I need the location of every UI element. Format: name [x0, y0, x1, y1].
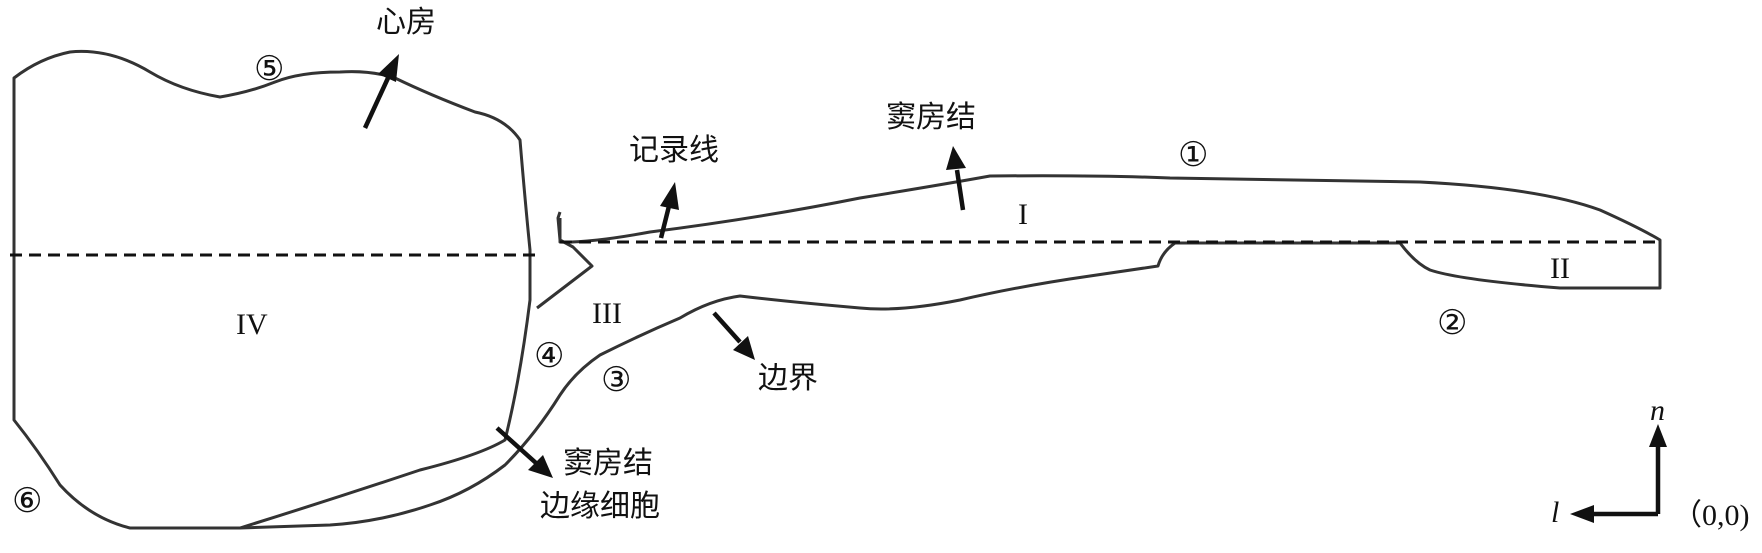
boundary-arrow — [712, 311, 755, 360]
junction-notch — [536, 211, 594, 310]
edge-cells-label-line1: 窦房结 — [563, 446, 653, 481]
origin-label: （0,0) — [1672, 499, 1750, 532]
sinoatrial-node-label: 窦房结 — [886, 100, 976, 135]
l-axis-label: l — [1551, 496, 1559, 529]
region-4-label: IV — [236, 308, 268, 341]
marker-6: ⑥ — [12, 481, 42, 521]
marker-4: ④ — [534, 336, 564, 376]
atrium-arrow — [362, 54, 399, 129]
marker-5: ⑤ — [254, 49, 284, 89]
n-axis-arrowhead — [1649, 424, 1667, 447]
atrium-label: 心房 — [376, 5, 436, 40]
recording-line-arrow — [658, 182, 679, 239]
region-2-label: II — [1550, 252, 1570, 285]
boundary-label: 边界 — [758, 361, 818, 396]
coordinate-axes — [1570, 424, 1667, 523]
n-axis-label: n — [1650, 394, 1665, 427]
edge-cells-arrow — [495, 426, 553, 478]
l-axis-arrowhead — [1570, 505, 1594, 523]
marker-3: ③ — [601, 360, 631, 400]
sinoatrial-node-outline — [239, 174, 1662, 530]
region-3-label: III — [592, 297, 622, 330]
atrium-outline — [12, 49, 532, 530]
marker-1: ① — [1178, 135, 1208, 175]
marker-2: ② — [1437, 303, 1467, 343]
sinoatrial-node-arrow — [946, 146, 966, 211]
edge-cells-label-line2: 边缘细胞 — [540, 489, 660, 524]
region-1-label: I — [1018, 198, 1028, 231]
recording-line-label: 记录线 — [629, 133, 719, 168]
